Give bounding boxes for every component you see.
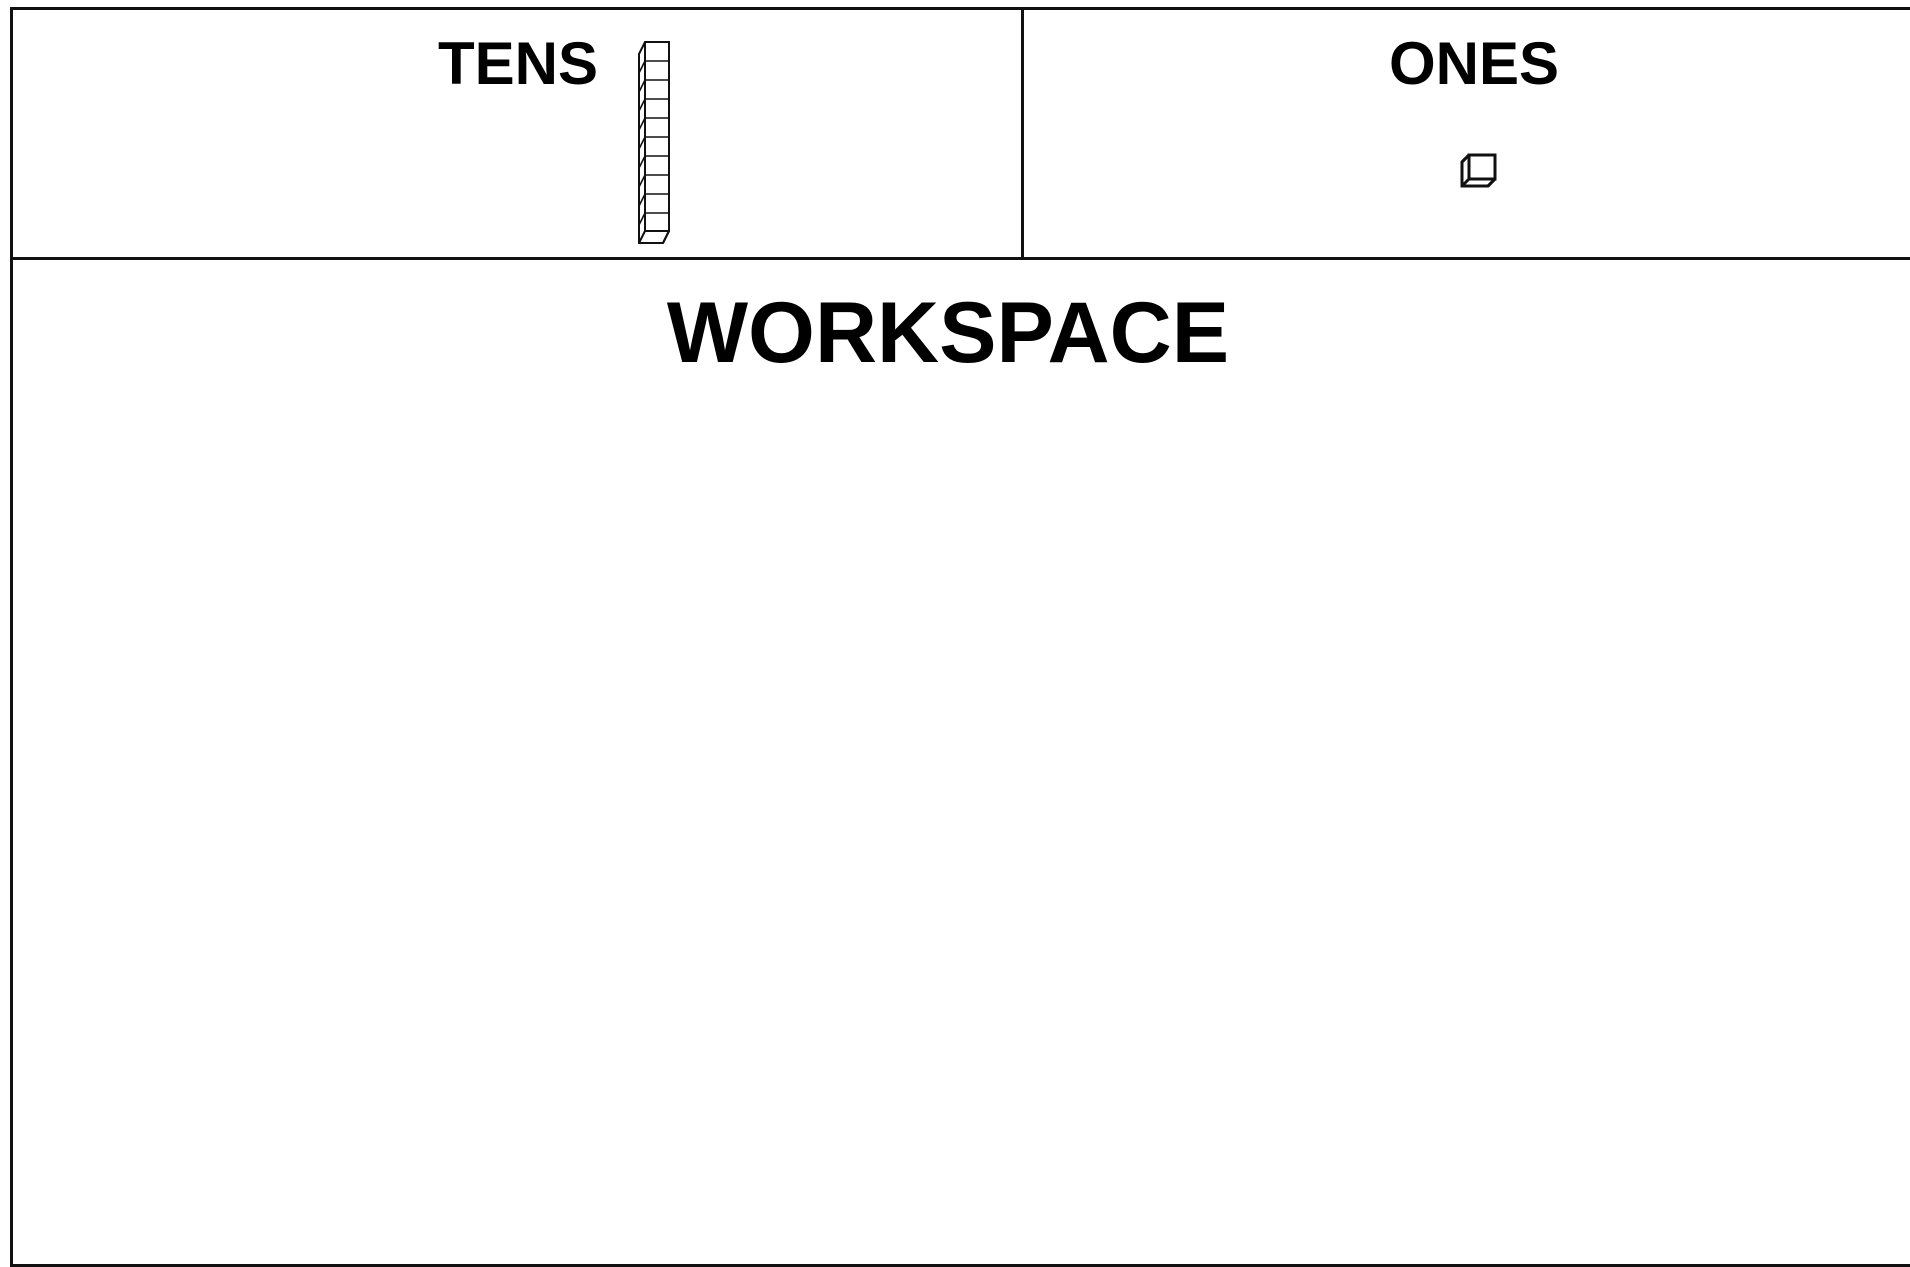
place-value-columns: TENS — [13, 10, 1910, 260]
column-divider — [1021, 10, 1024, 260]
tens-heading: TENS — [438, 34, 598, 94]
unit-cube-block-icon — [1459, 149, 1499, 189]
place-value-mat: TENS — [10, 7, 1910, 1267]
ten-rod-block-icon — [637, 38, 671, 244]
ones-heading: ONES — [1389, 34, 1559, 94]
workspace-heading: WORKSPACE — [0, 290, 1903, 376]
